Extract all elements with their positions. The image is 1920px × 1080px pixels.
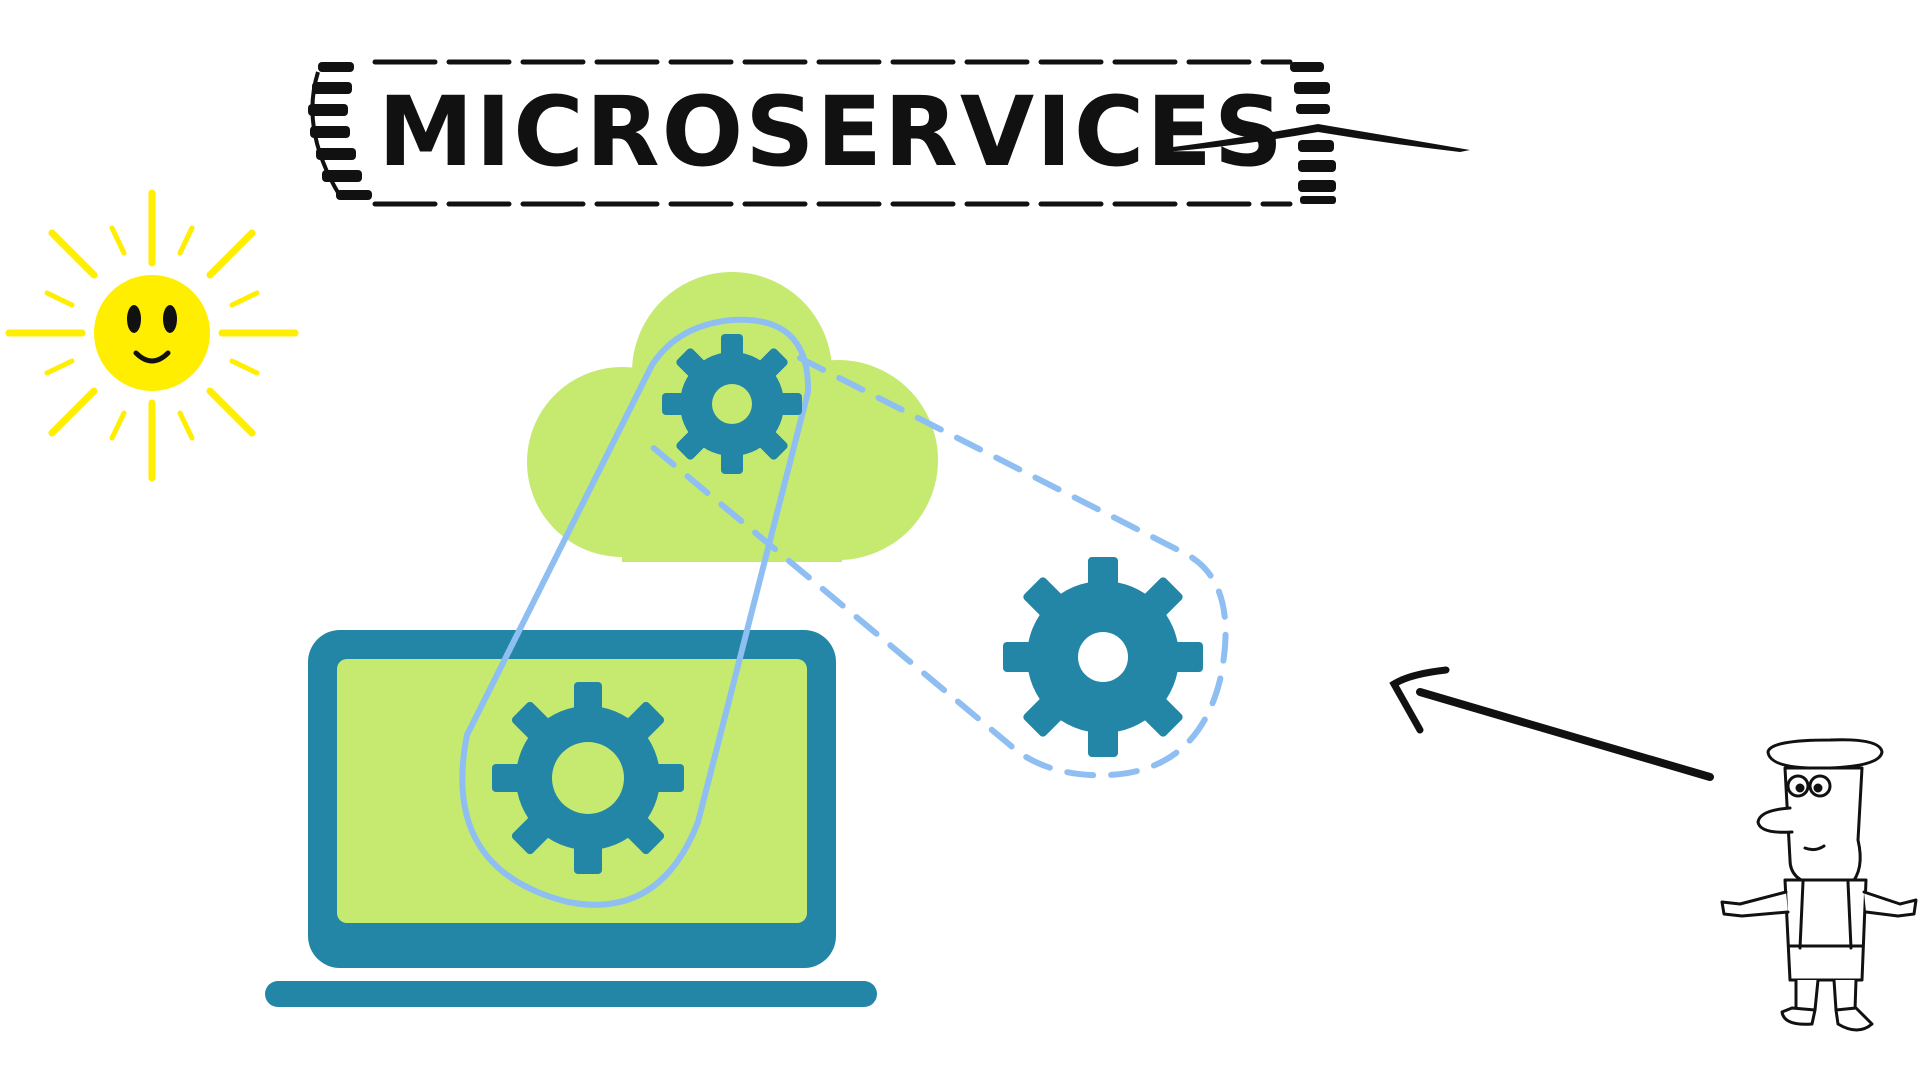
laptop-base [265, 981, 877, 1007]
page-title: MICROSERVICES [378, 76, 1285, 188]
smiling-sun-icon [5, 189, 299, 482]
title-banner: MICROSERVICES [308, 59, 1470, 207]
belt-dashed [647, 355, 1229, 779]
banner-rules [372, 59, 1293, 207]
gear-icon [492, 682, 684, 874]
banner-pen-stroke [1165, 124, 1470, 152]
cartoon-person-icon [1720, 738, 1918, 1032]
banner-right-bracket [1290, 62, 1336, 204]
gear-icon [1003, 557, 1203, 757]
banner-left-bracket [308, 62, 372, 200]
gear-icon [662, 334, 802, 474]
arrow-icon [1389, 666, 1714, 781]
